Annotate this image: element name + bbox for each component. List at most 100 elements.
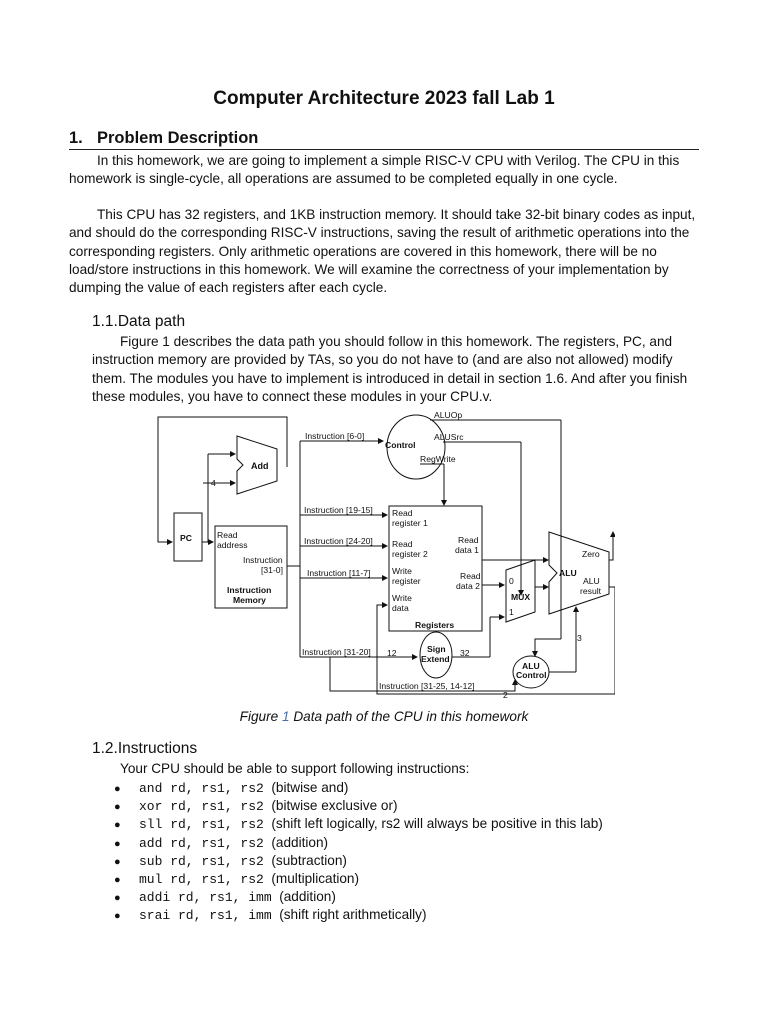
read-data2-label-a: Read bbox=[460, 571, 481, 581]
instruction-code: mul rd, rs1, rs2 bbox=[139, 871, 264, 887]
list-item: ● srai rd, rs1, imm (shift right arithmet… bbox=[114, 906, 603, 924]
instruction-memory-box bbox=[214, 525, 288, 609]
instr-6-0-label: Instruction [6-0] bbox=[305, 431, 364, 441]
alusrc-label: ALUSrc bbox=[434, 432, 464, 442]
list-item: ●xor rd, rs1, rs2 (bitwise exclusive or) bbox=[114, 797, 603, 815]
sign-extend-label-b: Extend bbox=[421, 654, 450, 664]
paragraph-cpu-description: This CPU has 32 registers, and 1KB instr… bbox=[69, 207, 696, 296]
list-item: ● mul rd, rs1, rs2 (multiplication) bbox=[114, 870, 603, 888]
instr-11-7-label: Instruction [11-7] bbox=[307, 568, 370, 578]
bullet-icon: ● bbox=[114, 873, 121, 886]
instructions-intro: Your CPU should be able to support follo… bbox=[120, 761, 470, 776]
write-data-label-b: data bbox=[392, 603, 409, 613]
aluop-label: ALUOp bbox=[434, 412, 462, 420]
read-data2-label-b: data 2 bbox=[456, 581, 480, 591]
alu-result-label-b: result bbox=[580, 586, 602, 596]
caption-text: Data path of the CPU in this homework bbox=[289, 709, 529, 724]
control-label: Control bbox=[385, 440, 416, 450]
instruction-output-label-2: [31-0] bbox=[261, 565, 283, 575]
width-32-label: 32 bbox=[460, 648, 470, 658]
document-title: Computer Architecture 2023 fall Lab 1 bbox=[213, 88, 555, 109]
paragraph-intro: In this homework, we are going to implem… bbox=[69, 153, 680, 187]
instruction-code: sll rd, rs1, rs2 bbox=[139, 817, 264, 833]
mux-shape bbox=[505, 559, 536, 623]
section-number: 1. bbox=[69, 129, 83, 147]
alu-shape bbox=[548, 531, 610, 615]
instruction-description: (bitwise exclusive or) bbox=[271, 798, 398, 814]
bullet-icon: ● bbox=[114, 801, 121, 814]
write-reg-label-b: register bbox=[392, 576, 421, 586]
write-reg-label-a: Write bbox=[392, 566, 412, 576]
instruction-description: (bitwise and) bbox=[271, 780, 349, 795]
read-data1-label-b: data 1 bbox=[455, 545, 479, 555]
instruction-description: (subtraction) bbox=[271, 852, 347, 868]
pc-label: PC bbox=[180, 533, 192, 543]
mux-input-1-label: 1 bbox=[509, 607, 514, 617]
read-reg1-label-a: Read bbox=[392, 508, 413, 518]
bullet-icon: ● bbox=[114, 855, 121, 868]
write-data-label-a: Write bbox=[392, 593, 412, 603]
mux-input-0-label: 0 bbox=[509, 576, 514, 586]
instruction-description: (shift left logically, rs2 will always b… bbox=[271, 816, 603, 832]
alu-control-label-b: Control bbox=[516, 670, 547, 680]
read-address-label-2: address bbox=[217, 540, 248, 550]
alu-control-label-a: ALU bbox=[522, 661, 540, 671]
four-label: 4 bbox=[211, 478, 216, 488]
bullet-icon: ● bbox=[114, 837, 121, 850]
read-data1-label-a: Read bbox=[458, 535, 479, 545]
bullet-icon: ● bbox=[114, 783, 121, 795]
instruction-memory-label-1: Instruction bbox=[227, 585, 271, 595]
instr-19-15-label: Instruction [19-15] bbox=[304, 505, 373, 515]
bullet-icon: ● bbox=[114, 892, 121, 905]
list-item: ● sll rd, rs1, rs2 (shift left logically,… bbox=[114, 815, 603, 833]
caption-prefix: Figure bbox=[239, 709, 282, 724]
instruction-code: sub rd, rs1, rs2 bbox=[139, 853, 264, 869]
instruction-code: and rd, rs1, rs2 bbox=[139, 781, 264, 796]
adder-shape bbox=[236, 435, 278, 495]
instruction-memory-label-2: Memory bbox=[233, 595, 266, 605]
list-item: ● sub rd, rs1, rs2 (subtraction) bbox=[114, 852, 603, 870]
pc-box bbox=[173, 512, 203, 562]
bullet-icon: ● bbox=[114, 910, 121, 923]
figure-caption: Figure 1 Data path of the CPU in this ho… bbox=[0, 709, 768, 724]
read-reg2-label-a: Read bbox=[392, 539, 413, 549]
read-address-label-1: Read bbox=[217, 530, 238, 540]
instr-31-25-label: Instruction [31-25, 14-12] bbox=[379, 681, 475, 691]
width-3-label: 3 bbox=[577, 633, 582, 643]
alu-label: ALU bbox=[559, 568, 577, 578]
read-reg2-label-b: register 2 bbox=[392, 549, 428, 559]
bullet-icon: ● bbox=[114, 819, 121, 832]
list-item: ● addi rd, rs1, imm (addition) bbox=[114, 888, 603, 906]
instruction-description: (shift right arithmetically) bbox=[279, 907, 427, 923]
instruction-code: srai rd, rs1, imm bbox=[139, 908, 272, 924]
instruction-description: (addition) bbox=[271, 834, 329, 850]
sign-extend-shape bbox=[419, 631, 453, 679]
list-item: ● and rd, rs1, rs2 (bitwise and) bbox=[114, 779, 603, 797]
read-reg1-label-b: register 1 bbox=[392, 518, 428, 528]
regwrite-label: RegWrite bbox=[420, 454, 456, 464]
instruction-description: (addition) bbox=[279, 889, 336, 905]
list-item: ●add rd, rs1, rs2 (addition) bbox=[114, 834, 603, 852]
instruction-output-label-1: Instruction bbox=[243, 555, 283, 565]
instruction-list: ● and rd, rs1, rs2 (bitwise and) ●xor rd,… bbox=[114, 779, 603, 925]
zero-label: Zero bbox=[582, 549, 600, 559]
instr-31-20-label: Instruction [31-20] bbox=[302, 647, 371, 657]
instruction-description: (multiplication) bbox=[271, 870, 360, 886]
mux-label: MUX bbox=[511, 592, 530, 602]
paragraph-data-path: Figure 1 describes the data path you sho… bbox=[92, 334, 688, 404]
section-heading-text: Problem Description bbox=[97, 129, 259, 147]
add-label: Add bbox=[251, 461, 269, 471]
width-2-label: 2 bbox=[503, 690, 508, 700]
instruction-code: addi rd, rs1, imm bbox=[139, 890, 272, 906]
registers-box bbox=[388, 505, 483, 632]
subsection-heading-instructions: 1.2.Instructions bbox=[92, 740, 198, 757]
sign-extend-label-a: Sign bbox=[427, 644, 446, 654]
control-unit-shape bbox=[386, 414, 446, 480]
datapath-figure: Add 4 PC Read address Instruction [31-0]… bbox=[157, 412, 615, 700]
section-heading-problem-description: 1. Problem Description bbox=[69, 129, 699, 150]
width-12-label: 12 bbox=[387, 648, 397, 658]
registers-label: Registers bbox=[415, 620, 454, 630]
alu-result-label-a: ALU bbox=[583, 576, 600, 586]
caption-number: 1 bbox=[281, 709, 290, 724]
